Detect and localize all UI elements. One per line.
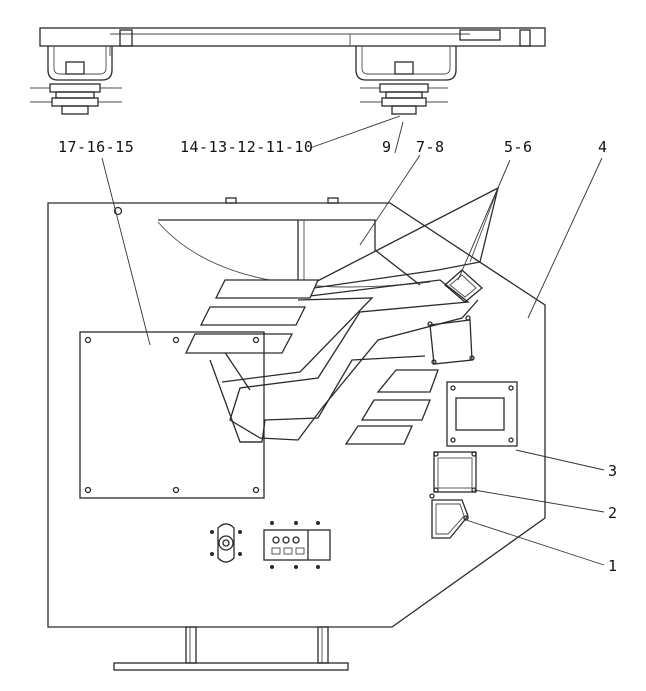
callout-7-8: 7-8 xyxy=(416,138,445,156)
knob-assembly xyxy=(210,523,242,563)
callout-4: 4 xyxy=(598,138,608,156)
window-panel-1 xyxy=(429,493,469,539)
top-mount-assembly xyxy=(30,27,546,115)
callout-17-16-15: 17-16-15 xyxy=(58,138,134,156)
callout-1: 1 xyxy=(608,557,618,575)
hopper-chute xyxy=(157,186,499,298)
hatch-5-6 xyxy=(444,269,483,303)
control-box xyxy=(263,521,331,569)
right-mount-bracket xyxy=(355,46,457,115)
leader-lines xyxy=(101,115,605,566)
window-panel-3 xyxy=(446,381,518,447)
main-panel xyxy=(47,197,546,628)
right-slanted-plates xyxy=(344,369,439,445)
left-mount-bracket xyxy=(30,46,122,115)
access-panel-17-16-15 xyxy=(79,331,265,499)
callout-5-6: 5-6 xyxy=(504,138,533,156)
duct-outline xyxy=(209,279,479,443)
small-window-upper xyxy=(427,315,475,365)
callout-labels: 17-16-15 14-13-12-11-10 9 7-8 5-6 4 3 2 … xyxy=(58,138,618,575)
callout-3: 3 xyxy=(608,462,618,480)
base-stand xyxy=(113,626,349,671)
callout-14-13-12-11-10: 14-13-12-11-10 xyxy=(180,138,313,156)
left-slanted-plates xyxy=(184,279,320,354)
window-panel-2 xyxy=(433,451,477,493)
callout-2: 2 xyxy=(608,504,618,522)
callout-9: 9 xyxy=(382,138,392,156)
